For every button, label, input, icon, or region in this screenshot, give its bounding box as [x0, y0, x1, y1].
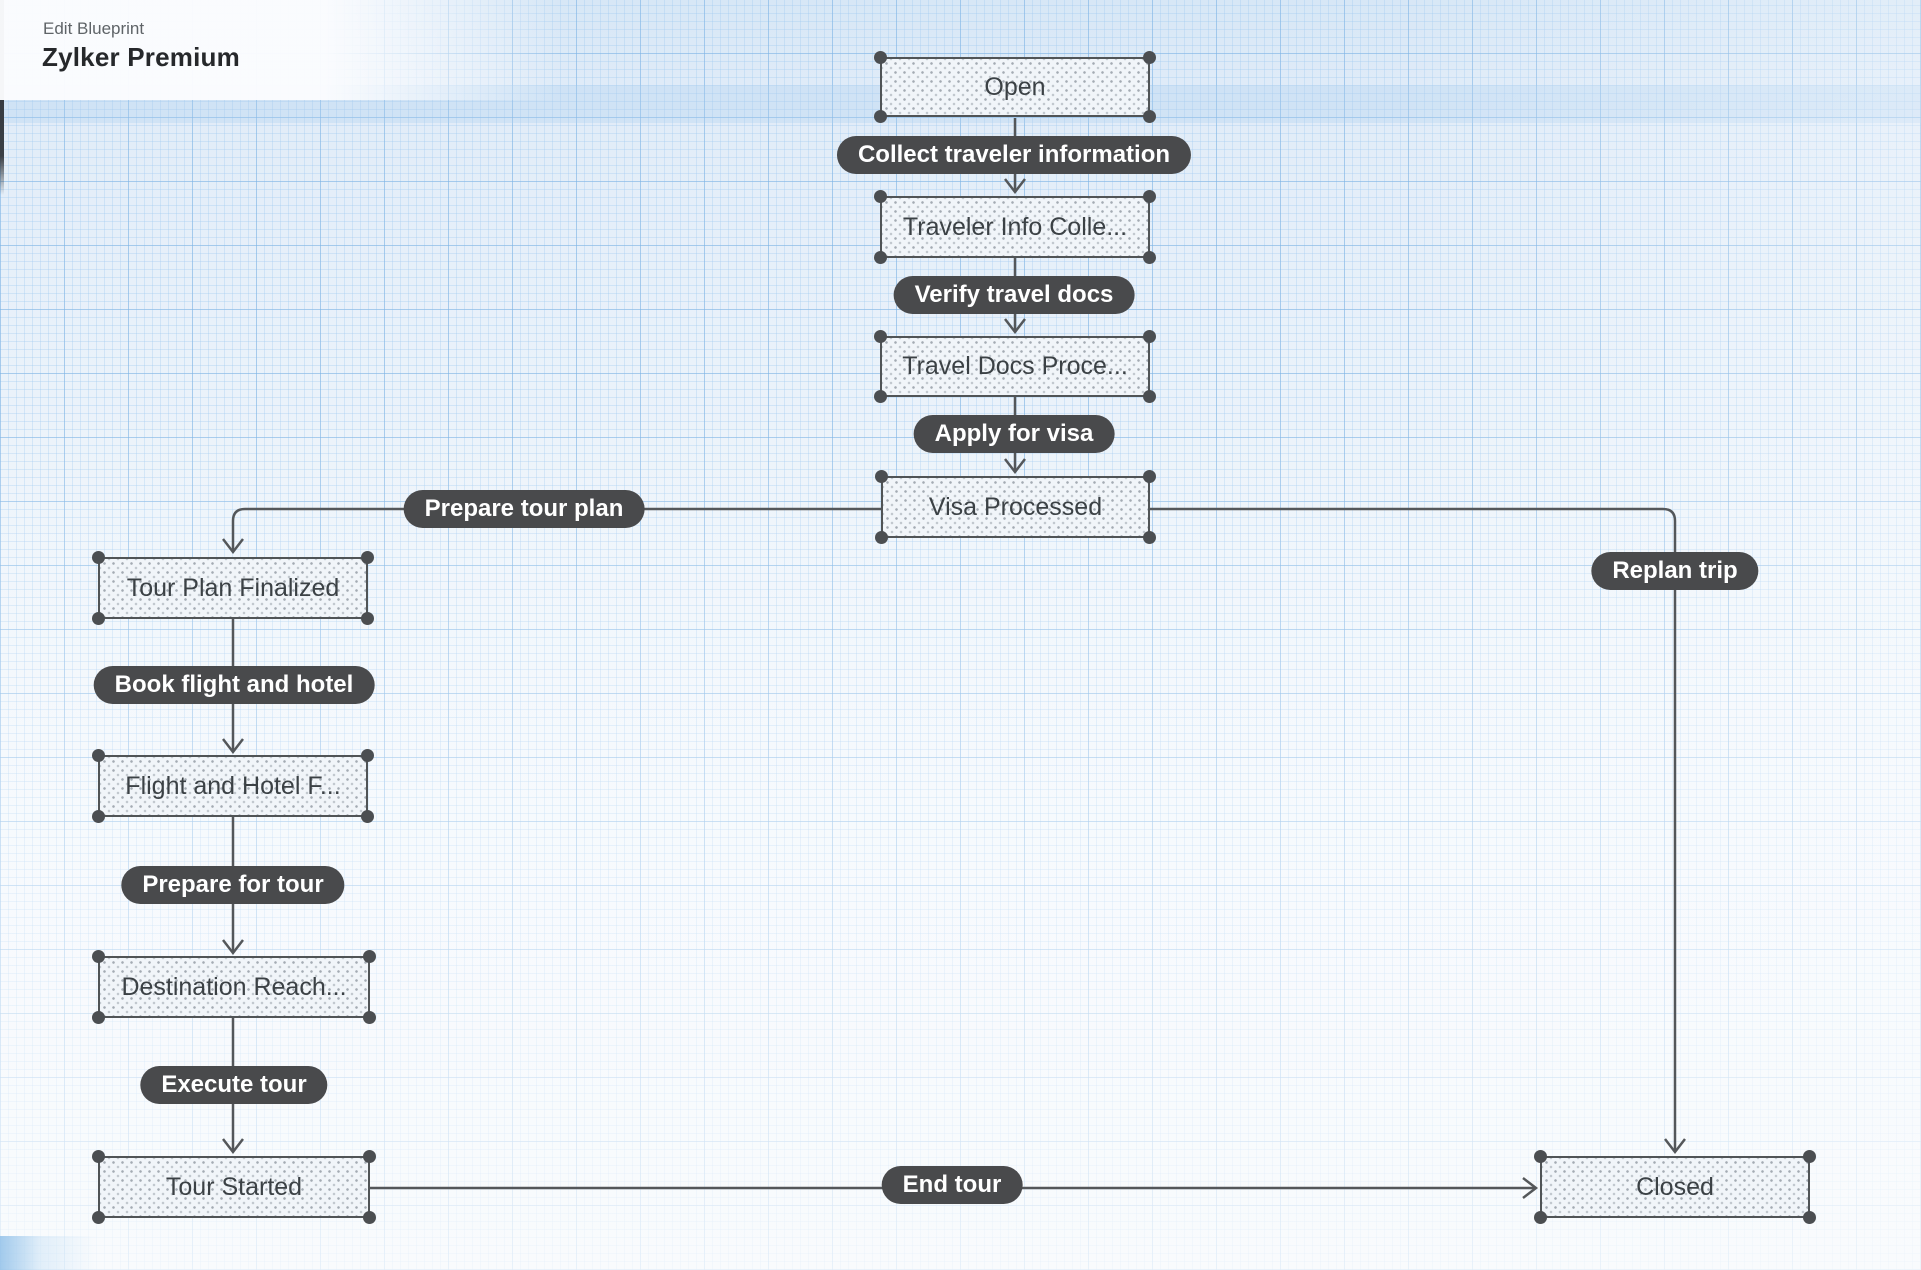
node-handle[interactable]: [1143, 390, 1156, 403]
state-node-closed[interactable]: Closed: [1534, 1150, 1816, 1224]
canvas-corner-tint: [0, 1236, 96, 1270]
node-handle[interactable]: [874, 251, 887, 264]
arrowhead-icon: [1522, 1177, 1539, 1199]
breadcrumb: Edit Blueprint: [43, 19, 145, 38]
state-node-visa-processed[interactable]: Visa Processed: [875, 470, 1156, 544]
arrowhead-icon: [1004, 318, 1026, 335]
node-handle[interactable]: [363, 1211, 376, 1224]
node-handle[interactable]: [1143, 190, 1156, 203]
node-handle[interactable]: [1143, 330, 1156, 343]
node-handle[interactable]: [92, 810, 105, 823]
state-node-tour-started[interactable]: Tour Started: [92, 1150, 376, 1224]
transition-prepare-for-tour[interactable]: Prepare for tour: [121, 866, 345, 904]
node-handle[interactable]: [1534, 1211, 1547, 1224]
transition-apply-for-visa[interactable]: Apply for visa: [913, 415, 1115, 453]
node-handle[interactable]: [1803, 1150, 1816, 1163]
state-label: Flight and Hotel F...: [125, 771, 341, 800]
node-handle[interactable]: [1143, 51, 1156, 64]
arrowhead-icon: [222, 1138, 244, 1155]
node-handle[interactable]: [92, 551, 105, 564]
state-node-destination-reached[interactable]: Destination Reach...: [92, 950, 376, 1024]
node-handle[interactable]: [361, 810, 374, 823]
node-handle[interactable]: [92, 1150, 105, 1163]
state-node-flight-and-hotel[interactable]: Flight and Hotel F...: [92, 749, 374, 823]
arrowhead-icon: [222, 538, 244, 555]
page-title: Zylker Premium: [42, 42, 240, 72]
state-label: Tour Started: [165, 1172, 303, 1201]
node-handle[interactable]: [874, 330, 887, 343]
state-label: Travel Docs Proce...: [902, 352, 1128, 380]
state-node-open[interactable]: Open: [874, 51, 1156, 123]
state-label: Open: [984, 72, 1046, 101]
node-handle[interactable]: [363, 1011, 376, 1024]
state-label: Tour Plan Finalized: [126, 573, 340, 602]
transition-end-tour[interactable]: End tour: [881, 1166, 1023, 1204]
node-handle[interactable]: [92, 1011, 105, 1024]
node-handle[interactable]: [363, 1150, 376, 1163]
node-handle[interactable]: [1534, 1150, 1547, 1163]
node-handle[interactable]: [1143, 531, 1156, 544]
transition-execute-tour[interactable]: Execute tour: [140, 1066, 328, 1104]
node-handle[interactable]: [361, 612, 374, 625]
node-handle[interactable]: [92, 950, 105, 963]
node-handle[interactable]: [875, 531, 888, 544]
node-handle[interactable]: [875, 470, 888, 483]
node-handle[interactable]: [1143, 110, 1156, 123]
state-label: Visa Processed: [928, 492, 1103, 521]
transition-book-flight-and-hotel[interactable]: Book flight and hotel: [93, 666, 375, 704]
state-node-tour-plan-finalized[interactable]: Tour Plan Finalized: [92, 551, 374, 625]
node-handle[interactable]: [92, 749, 105, 762]
arrowhead-icon: [222, 939, 244, 956]
transition-replan-trip[interactable]: Replan trip: [1591, 552, 1759, 590]
transition-prepare-tour-plan[interactable]: Prepare tour plan: [403, 490, 645, 528]
header-panel: [0, 0, 560, 100]
connector-visa-closed: [1150, 507, 1677, 1151]
node-handle[interactable]: [874, 390, 887, 403]
node-handle[interactable]: [363, 950, 376, 963]
node-handle[interactable]: [874, 51, 887, 64]
arrowhead-icon: [1004, 178, 1026, 195]
state-label: Destination Reach...: [121, 972, 347, 1001]
node-handle[interactable]: [1143, 470, 1156, 483]
node-handle[interactable]: [1803, 1211, 1816, 1224]
connector-visa-tourplan: [231, 507, 881, 551]
arrowhead-icon: [222, 738, 244, 755]
transition-verify-travel-docs[interactable]: Verify travel docs: [893, 276, 1135, 314]
state-node-travel-docs[interactable]: Travel Docs Proce...: [874, 330, 1156, 403]
transition-collect-traveler-information[interactable]: Collect traveler information: [836, 136, 1192, 174]
node-handle[interactable]: [361, 551, 374, 564]
state-label: Traveler Info Colle...: [902, 212, 1128, 241]
state-node-traveler-info[interactable]: Traveler Info Colle...: [874, 190, 1156, 264]
node-handle[interactable]: [874, 190, 887, 203]
arrowhead-icon: [1664, 1138, 1686, 1155]
node-handle[interactable]: [92, 1211, 105, 1224]
node-handle[interactable]: [361, 749, 374, 762]
node-handle[interactable]: [1143, 251, 1156, 264]
node-handle[interactable]: [92, 612, 105, 625]
arrowhead-icon: [1004, 458, 1026, 475]
node-handle[interactable]: [874, 110, 887, 123]
state-label: Closed: [1636, 1172, 1714, 1201]
